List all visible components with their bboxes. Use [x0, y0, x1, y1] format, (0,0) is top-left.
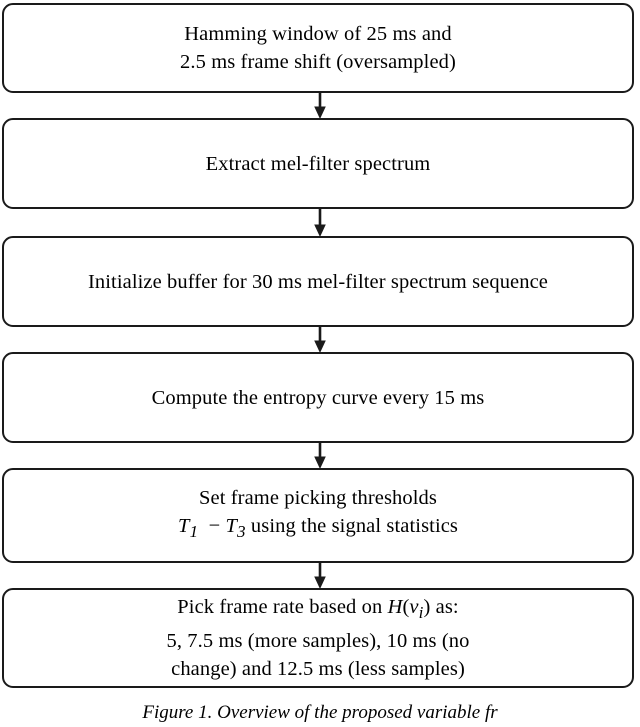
flowchart-arrow-3	[309, 326, 331, 353]
flowchart-node-initialize-buffer: Initialize buffer for 30 ms mel-filter s…	[2, 236, 634, 327]
node-5-line-1: Set frame picking thresholds	[199, 487, 437, 510]
node-6-line-3: change) and 12.5 ms (less samples)	[171, 658, 465, 681]
flowchart-node-set-frame-picking-thresholds: Set frame picking thresholds T1 − T3 usi…	[2, 468, 634, 563]
flowchart-node-hamming-window: Hamming window of 25 ms and 2.5 ms frame…	[2, 3, 634, 93]
flowchart-arrow-2	[309, 208, 331, 237]
entropy-variable-symbol: ν	[409, 595, 419, 618]
entropy-open-paren: (	[402, 595, 410, 618]
node-6-line-1: Pick frame rate based on H(νi) as:	[177, 593, 458, 627]
node-5-line-2: T1 − T3 using the signal statistics	[178, 512, 458, 546]
entropy-variable-subscript: i	[418, 603, 424, 623]
threshold-tail-text: using the signal statistics	[250, 515, 459, 538]
node-3-line-1: Initialize buffer for 30 ms mel-filter s…	[87, 270, 549, 293]
node-2-line-1: Extract mel-filter spectrum	[205, 152, 431, 175]
flowchart-node-pick-frame-rate: Pick frame rate based on H(νi) as: 5, 7.…	[2, 588, 634, 688]
flowchart-arrow-1	[309, 92, 331, 119]
flowchart-node-compute-entropy-curve: Compute the entropy curve every 15 ms	[2, 352, 634, 443]
node-6-line-2: 5, 7.5 ms (more samples), 10 ms (no	[166, 630, 470, 653]
node-1-line-1: Hamming window of 25 ms and	[184, 23, 452, 45]
threshold-low-subscript: 1	[189, 522, 199, 542]
flowchart-node-extract-mel-filter-spectrum: Extract mel-filter spectrum	[2, 118, 634, 209]
node-1-line-2: 2.5 ms frame shift (oversampled)	[180, 51, 456, 73]
threshold-low-symbol: T	[177, 515, 190, 538]
entropy-close-paren: )	[423, 595, 431, 618]
threshold-high-subscript: 3	[237, 522, 246, 542]
flowchart-arrow-4	[309, 442, 331, 469]
pick-frame-rate-head-text: Pick frame rate based on	[177, 595, 383, 618]
flowchart-arrow-5	[309, 562, 331, 589]
node-4-line-1: Compute the entropy curve every 15 ms	[151, 386, 485, 409]
pick-frame-rate-tail-text: as:	[435, 595, 459, 618]
threshold-high-symbol: T	[225, 515, 238, 538]
figure-caption: Figure 1. Overview of the proposed varia…	[142, 702, 498, 723]
threshold-operator: −	[208, 515, 221, 538]
entropy-symbol: H	[387, 595, 403, 618]
